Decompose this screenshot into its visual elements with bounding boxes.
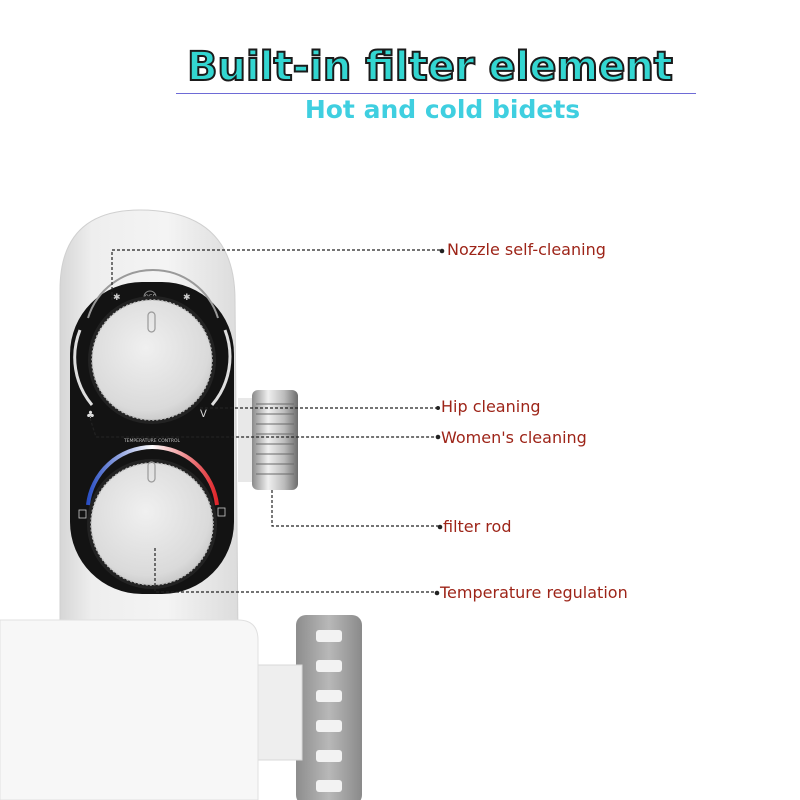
callout-hip-cleaning: Hip cleaning bbox=[441, 397, 541, 416]
leader-temp bbox=[154, 548, 436, 593]
top-knob[interactable] bbox=[88, 296, 216, 424]
leader-women bbox=[89, 417, 437, 438]
hot-icon bbox=[217, 507, 226, 517]
leader-nozzle bbox=[111, 249, 441, 300]
temperature-control-label: TEMPERATURE CONTROL bbox=[123, 438, 181, 444]
cold-icon bbox=[78, 509, 87, 519]
hose bbox=[296, 615, 362, 800]
leader-filter bbox=[271, 490, 439, 527]
cold-arc bbox=[86, 445, 153, 506]
callout-dots bbox=[434, 248, 445, 596]
callout-leaders bbox=[89, 249, 441, 593]
callout-nozzle-self-cleaning: Nozzle self-cleaning bbox=[447, 240, 606, 259]
filter-rod-cap[interactable] bbox=[238, 390, 298, 490]
hose-connector bbox=[251, 664, 303, 761]
device-base bbox=[0, 619, 259, 800]
hot-arc bbox=[151, 444, 219, 506]
callout-womens-cleaning: Women's cleaning bbox=[441, 428, 587, 447]
title-divider bbox=[176, 93, 696, 94]
page-title: Built-in filter element bbox=[186, 43, 674, 91]
hip-cleaning-icon: ♣ bbox=[86, 410, 95, 421]
womens-cleaning-icon: ᐯ bbox=[200, 409, 207, 420]
bottom-knob[interactable] bbox=[87, 459, 217, 589]
nozzle-clean-icon: ✱ bbox=[113, 293, 121, 303]
callout-filter-rod: filter rod bbox=[443, 517, 512, 536]
page-subtitle: Hot and cold bidets bbox=[304, 95, 581, 124]
callout-temperature-regulation: Temperature regulation bbox=[440, 583, 628, 602]
nozzle-clean-icon-right: ✱ bbox=[183, 293, 191, 303]
top-dial-scale bbox=[87, 268, 219, 319]
